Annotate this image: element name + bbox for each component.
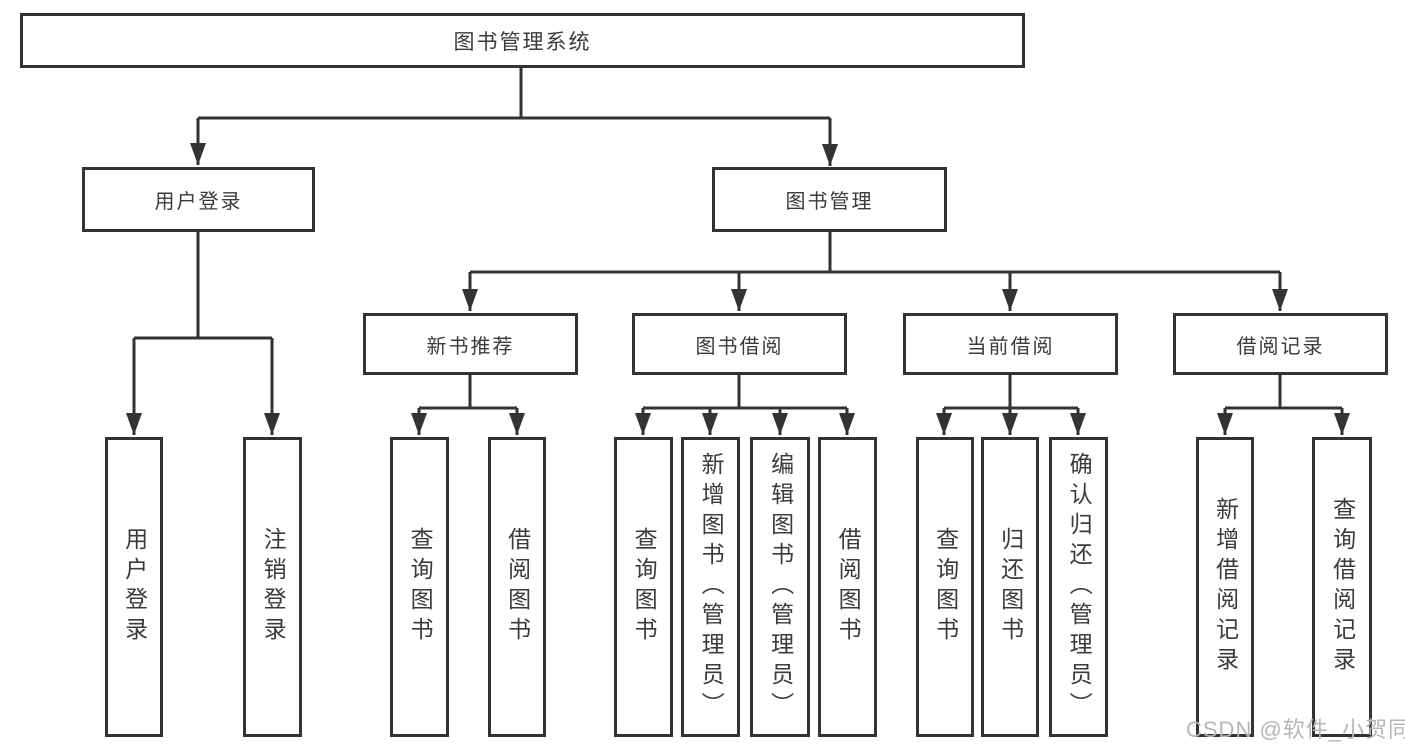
node-book-management: 图书管理 xyxy=(712,167,947,232)
leaf-query-book-2: 查询图书 xyxy=(614,437,673,737)
leaf-return-book: 归还图书 xyxy=(981,437,1039,737)
connector-skeleton xyxy=(134,66,1342,410)
leaf-borrow-book-1: 借阅图书 xyxy=(488,437,546,737)
leaf-query-borrow-record: 查询借阅记录 xyxy=(1312,437,1372,737)
leaf-add-book-admin: 新增图书（管理员） xyxy=(681,437,740,737)
leaf-query-book-3: 查询图书 xyxy=(916,437,974,737)
leaf-logout: 注销登录 xyxy=(243,437,302,737)
leaf-confirm-return-admin: 确认归还（管理员） xyxy=(1049,437,1108,737)
leaf-borrow-book-2: 借阅图书 xyxy=(818,437,877,737)
node-user-login: 用户登录 xyxy=(82,167,315,232)
node-book-borrow: 图书借阅 xyxy=(632,313,847,375)
csdn-watermark: CSDN @软件_小贺同学 xyxy=(1186,717,1405,742)
node-borrow-record: 借阅记录 xyxy=(1173,313,1388,375)
node-current-borrow: 当前借阅 xyxy=(903,313,1118,375)
root-node-book-management-system: 图书管理系统 xyxy=(20,13,1025,68)
leaf-add-borrow-record: 新增借阅记录 xyxy=(1196,437,1254,737)
leaf-edit-book-admin: 编辑图书（管理员） xyxy=(750,437,810,737)
leaf-query-book-1: 查询图书 xyxy=(390,437,449,737)
node-new-book-recommend: 新书推荐 xyxy=(363,313,578,375)
leaf-user-login: 用户登录 xyxy=(105,437,163,737)
